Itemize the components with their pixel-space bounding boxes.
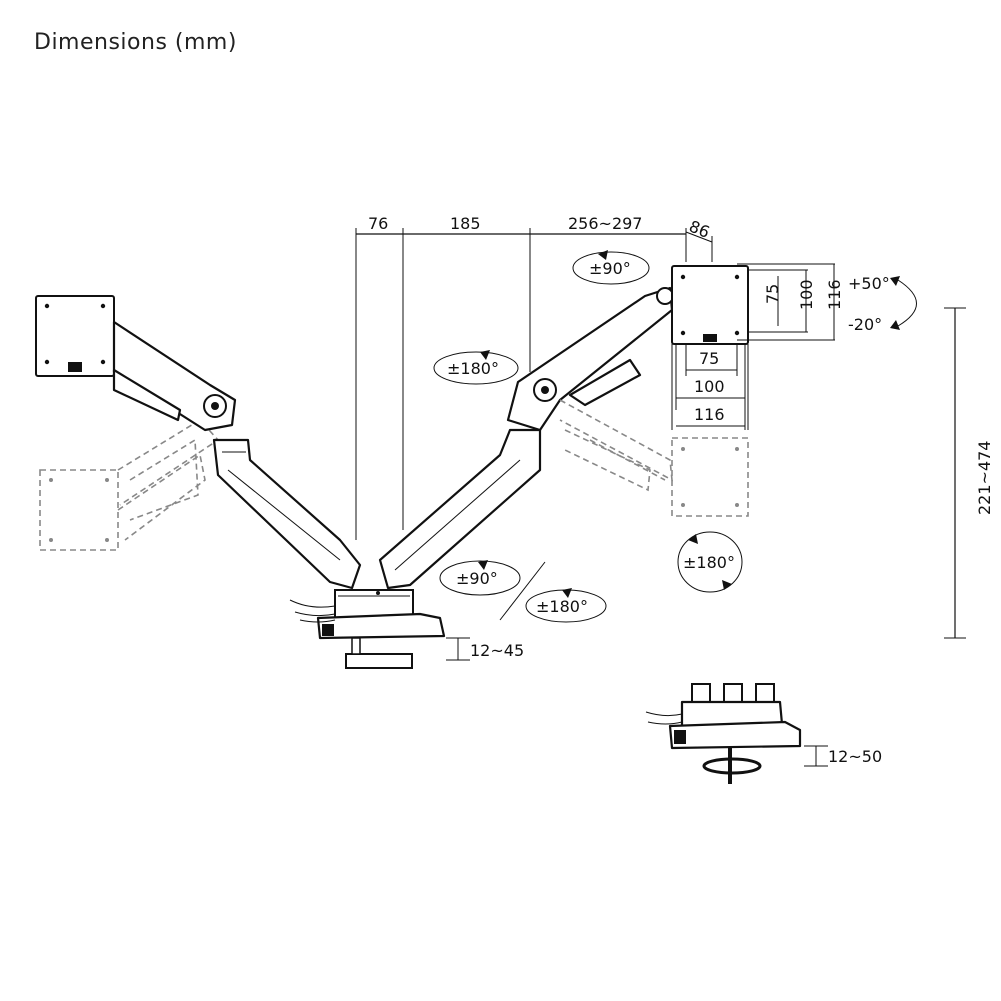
tilt-down-label: -20° — [848, 315, 882, 334]
left-vesa-plate — [35, 295, 115, 377]
rotate-label: ±180° — [683, 553, 735, 572]
right-ghost-position — [559, 399, 749, 517]
right-arm — [378, 286, 674, 590]
vesa-116-vertical-label: 116 — [825, 279, 844, 310]
right-vesa-plate — [671, 265, 749, 345]
vesa-100-vertical-label: 100 — [797, 279, 816, 310]
vesa-75-horizontal-label: 75 — [699, 349, 719, 368]
clamp-base — [289, 589, 446, 669]
left-arm — [112, 320, 362, 590]
clamp-thickness-dim — [446, 637, 470, 661]
swivel-base-label: ±90° — [456, 569, 498, 588]
vesa-vertical-dims — [737, 263, 835, 341]
dim-76-label: 76 — [368, 214, 388, 233]
vesa-75-vertical-label: 75 — [763, 284, 782, 304]
swivel-mid-indicator — [433, 350, 519, 385]
page-title: Dimensions (mm) — [34, 30, 237, 55]
dim-185-label: 185 — [450, 214, 481, 233]
tilt-arrow — [890, 276, 917, 330]
grommet-thickness-dim — [804, 745, 828, 767]
height-range-label: 221~474 — [975, 441, 994, 515]
clamp-range-label: 12~45 — [470, 641, 524, 660]
swivel-top-indicator — [572, 250, 650, 285]
swivel-base2-indicator — [525, 588, 607, 623]
dim-256-297-label: 256~297 — [568, 214, 642, 233]
rotate-indicator — [677, 531, 743, 593]
vesa-horizontal-dims — [671, 344, 749, 430]
swivel-top-label: ±90° — [589, 259, 631, 278]
swivel-base-indicator — [439, 560, 521, 596]
grommet-mount — [645, 683, 802, 784]
top-dimension-lines — [355, 228, 713, 540]
tilt-up-label: +50° — [848, 274, 890, 293]
dim-86-label: 86 — [686, 217, 712, 242]
swivel-mid-label: ±180° — [447, 359, 499, 378]
vesa-116-horizontal-label: 116 — [694, 405, 725, 424]
swivel-base2-label: ±180° — [536, 597, 588, 616]
vesa-100-horizontal-label: 100 — [694, 377, 725, 396]
height-dimension — [944, 307, 966, 639]
grommet-range-label: 12~50 — [828, 747, 882, 766]
left-ghost-position — [39, 418, 220, 551]
